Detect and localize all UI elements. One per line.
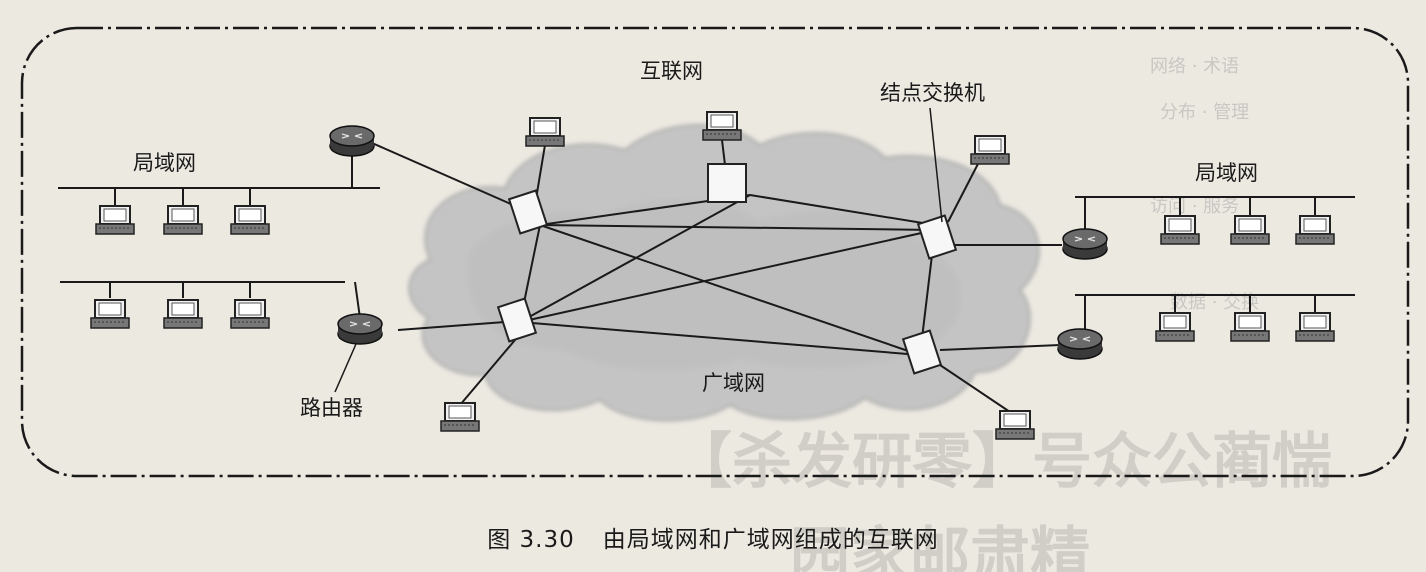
figure-number: 图 3.30 bbox=[487, 527, 575, 553]
host-computer-icon bbox=[230, 299, 270, 329]
watermark-line-2: 园家邮肃精 bbox=[790, 521, 1090, 572]
host-computer-icon bbox=[1160, 215, 1200, 245]
host-computer-icon bbox=[702, 111, 742, 141]
figure-caption: 图 3.30 由局域网和广域网组成的互联网 bbox=[0, 520, 1426, 554]
figure-caption-text: 由局域网和广域网组成的互联网 bbox=[602, 527, 939, 553]
router-icon bbox=[329, 125, 375, 157]
host-computer-icon bbox=[90, 299, 130, 329]
lan-right-label: 局域网 bbox=[1195, 161, 1258, 185]
host-computer-icon bbox=[1295, 312, 1335, 342]
lan-left-top bbox=[58, 150, 380, 205]
node-switch-label: 结点交换机 bbox=[880, 81, 985, 105]
host-computer-icon bbox=[95, 205, 135, 235]
router-icon bbox=[1057, 328, 1103, 360]
lan-left-top-hosts bbox=[95, 205, 270, 235]
router-callout bbox=[334, 343, 357, 393]
host-computer-icon bbox=[970, 135, 1010, 165]
host-computer-icon bbox=[1230, 312, 1270, 342]
router-icon bbox=[1062, 228, 1108, 260]
host-computer-icon bbox=[440, 402, 480, 432]
host-computer-icon bbox=[525, 117, 565, 147]
wan-label: 广域网 bbox=[702, 371, 765, 395]
lan-left-bottom bbox=[60, 281, 361, 319]
host-computer-icon bbox=[1155, 312, 1195, 342]
svg-text:访问 · 服务: 访问 · 服务 bbox=[1150, 196, 1239, 217]
host-computer-icon bbox=[1295, 215, 1335, 245]
router-icon bbox=[337, 313, 383, 345]
wan-links bbox=[519, 194, 936, 356]
lan-right-bottom-hosts bbox=[1155, 312, 1335, 342]
lan-right-top bbox=[1075, 196, 1355, 235]
lan-right-top-hosts bbox=[1160, 215, 1335, 245]
wan-host-box bbox=[707, 163, 747, 203]
lan-left-bottom-hosts bbox=[90, 299, 270, 329]
host-computer-icon bbox=[1230, 215, 1270, 245]
host-computer-icon bbox=[230, 205, 270, 235]
watermark: 【杀发研零】号众公蔺惴 园家邮肃精 bbox=[672, 427, 1332, 572]
diagram-border bbox=[20, 26, 1410, 478]
host-computer-icon bbox=[163, 205, 203, 235]
watermark-line-1: 【杀发研零】号众公蔺惴 bbox=[672, 427, 1332, 497]
lan-left-label: 局域网 bbox=[133, 151, 196, 175]
svg-text:网络 · 术语: 网络 · 术语 bbox=[1150, 56, 1239, 77]
background-bleed-text: 网络 · 术语 分布 · 管理 访问 · 服务 数据 · 交换 bbox=[1150, 56, 1259, 313]
router-label: 路由器 bbox=[300, 396, 363, 420]
node-switch-callout bbox=[929, 107, 943, 223]
svg-text:分布 · 管理: 分布 · 管理 bbox=[1160, 102, 1249, 123]
host-computer-icon bbox=[163, 299, 203, 329]
svg-text:数据 · 交换: 数据 · 交换 bbox=[1170, 292, 1259, 313]
internet-label: 互联网 bbox=[640, 59, 703, 83]
